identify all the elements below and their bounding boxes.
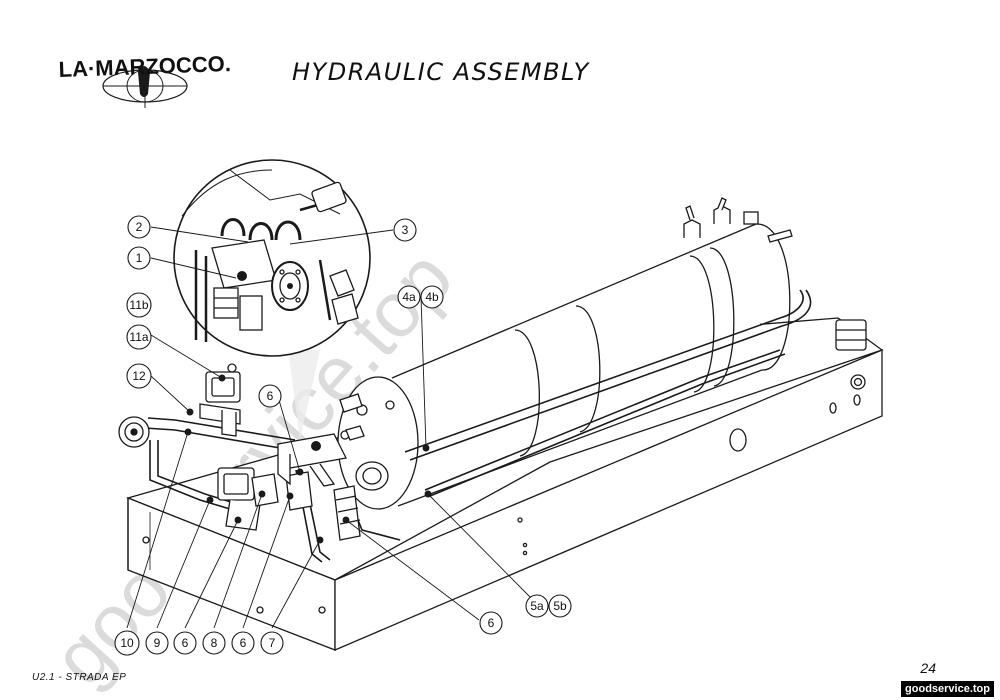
callout-7: 7 <box>260 631 284 655</box>
callout-11a: 11a <box>126 324 152 350</box>
callout-6-right: 6 <box>479 611 503 635</box>
brand-wordmark: LA·MARZOCCO. <box>58 51 231 82</box>
callout-labels: 2 1 3 4a 4b 11b 11a 12 6 5a 5b 6 10 9 6 … <box>114 215 572 656</box>
svg-text:9: 9 <box>154 636 161 650</box>
svg-text:3: 3 <box>402 223 409 237</box>
callout-9: 9 <box>145 631 169 655</box>
detail-magnifier <box>173 159 371 440</box>
callout-6-bottom-a: 6 <box>173 631 197 655</box>
callout-5b: 5b <box>548 594 572 618</box>
svg-text:5a: 5a <box>530 599 544 613</box>
page-number: 24 <box>920 660 936 676</box>
svg-text:11a: 11a <box>129 330 148 344</box>
svg-text:6: 6 <box>240 636 247 650</box>
callout-6-bottom-b: 6 <box>231 631 255 655</box>
callout-8: 8 <box>202 631 226 655</box>
callout-10: 10 <box>114 630 140 656</box>
svg-text:5b: 5b <box>553 599 567 613</box>
callout-5a: 5a <box>525 594 549 618</box>
callout-2: 2 <box>127 215 151 239</box>
svg-text:12: 12 <box>132 369 146 383</box>
steam-boiler <box>337 197 867 510</box>
svg-text:10: 10 <box>120 636 134 650</box>
svg-text:7: 7 <box>269 636 276 650</box>
callout-6-upper: 6 <box>258 384 282 408</box>
callout-4b: 4b <box>420 285 444 309</box>
callout-4a: 4a <box>397 285 421 309</box>
callout-1: 1 <box>127 246 151 270</box>
svg-text:4b: 4b <box>425 290 439 304</box>
page-title: HYDRAULIC ASSEMBLY <box>292 58 590 86</box>
brand-logo: LA·MARZOCCO. <box>58 51 231 108</box>
svg-text:11b: 11b <box>129 298 148 312</box>
svg-text:2: 2 <box>136 220 143 234</box>
svg-text:4a: 4a <box>402 290 416 304</box>
svg-text:8: 8 <box>211 636 218 650</box>
callout-3: 3 <box>393 218 417 242</box>
svg-text:6: 6 <box>182 636 189 650</box>
valve-cluster <box>118 363 365 541</box>
callout-12: 12 <box>126 363 152 389</box>
callout-11b: 11b <box>126 292 152 318</box>
site-tag: goodservice.top <box>901 681 994 697</box>
model-label: U2.1 - STRADA EP <box>32 672 127 683</box>
svg-text:6: 6 <box>488 616 495 630</box>
svg-text:1: 1 <box>136 251 143 265</box>
svg-text:6: 6 <box>267 389 274 403</box>
callout-leaders <box>126 226 534 629</box>
